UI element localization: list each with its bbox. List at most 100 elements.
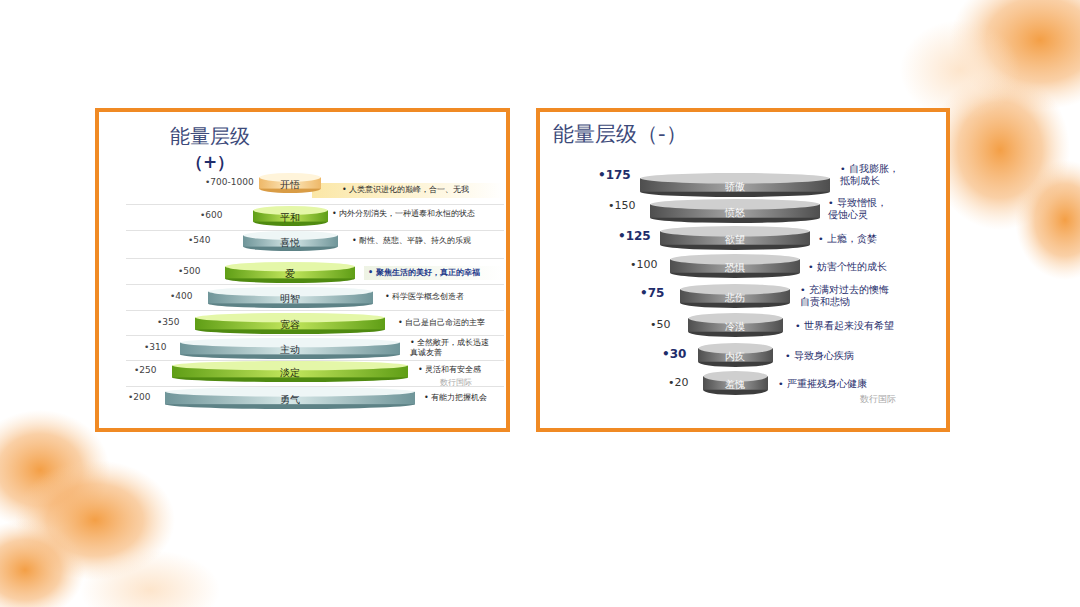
level-description: • 严重摧残身心健康 <box>778 378 867 390</box>
label-holder: • 导致憎恨，侵蚀心灵 <box>828 197 888 221</box>
energy-value: •200 <box>128 392 151 403</box>
panel-title: 能量层级 <box>170 124 250 148</box>
level-name: 悲伤 <box>725 290 745 303</box>
level-name: 愤怒 <box>725 205 745 218</box>
level-name: 勇气 <box>280 392 300 405</box>
level-name: 骄傲 <box>725 179 745 192</box>
energy-value: •175 <box>598 168 631 183</box>
level-description: • 人类意识进化的巅峰，合一、无我 <box>342 185 469 195</box>
level-name: 爱 <box>285 266 295 279</box>
energy-value: •310 <box>144 342 167 353</box>
level-name: 宽容 <box>280 317 300 330</box>
label-holder: •30 <box>662 347 686 362</box>
label-holder: •75 <box>640 286 664 301</box>
label-holder: •150 <box>608 199 635 213</box>
label-holder: • 内外分别消失，一种通泰和永恒的状态 <box>332 209 475 219</box>
level-disc: 骄傲 <box>640 173 830 197</box>
panel-title: （+） <box>186 152 234 172</box>
label-holder: • 自己是自己命运的主宰 <box>398 318 485 328</box>
level-disc: 淡定 <box>172 361 408 382</box>
energy-value: •500 <box>178 266 201 277</box>
level-description: • 有能力把握机会 <box>424 393 487 403</box>
level-description: • 聚焦生活的美好，真正的幸福 <box>368 268 480 278</box>
energy-value: •50 <box>650 318 671 332</box>
energy-value: •350 <box>157 317 180 328</box>
level-description: • 妨害个性的成长 <box>808 261 887 273</box>
label-holder: • 人类意识进化的巅峰，合一、无我 <box>342 185 469 195</box>
label-holder: • 聚焦生活的美好，真正的幸福 <box>368 268 480 278</box>
label-holder: • 严重摧残身心健康 <box>778 378 867 390</box>
level-name: 开悟 <box>280 177 300 190</box>
level-description: • 导致憎恨，侵蚀心灵 <box>828 197 888 221</box>
label-holder: •200 <box>128 392 151 403</box>
label-holder: •310 <box>144 342 167 353</box>
level-name: 恐惧 <box>725 260 745 273</box>
label-holder: •100 <box>630 258 657 272</box>
label-holder: • 耐性、慈悲、平静、持久的乐观 <box>352 236 471 246</box>
label-holder: • 上瘾，贪婪 <box>818 233 877 245</box>
level-description: • 世界看起来没有希望 <box>795 320 894 332</box>
panel-box: 能量层级（-） 骄傲愤怒欲望恐惧悲伤冷漠内疚羞愧 <box>536 108 950 432</box>
level-disc: 勇气 <box>165 387 415 409</box>
level-description: • 灵活和有安全感 <box>418 365 481 375</box>
label-holder: • 导致身心疾病 <box>785 350 854 362</box>
energy-value: •700-1000 <box>205 177 254 188</box>
energy-value: •20 <box>668 376 689 390</box>
label-holder: 数行国际 <box>440 378 472 388</box>
level-name: 内疚 <box>725 349 745 362</box>
level-disc: 开悟 <box>259 173 321 193</box>
label-holder: •540 <box>188 235 211 246</box>
level-name: 主动 <box>280 342 300 355</box>
energy-value: •400 <box>170 291 193 302</box>
level-disc: 羞愧 <box>703 371 768 395</box>
panel-fill <box>536 108 950 432</box>
panel-fill <box>95 108 510 432</box>
label-holder: • 充满对过去的懊悔 自责和悲恸 <box>800 284 890 308</box>
level-name: 淡定 <box>280 365 300 378</box>
label-holder: •700-1000 <box>205 177 254 188</box>
label-holder: • 有能力把握机会 <box>424 393 487 403</box>
label-holder: •50 <box>650 318 671 332</box>
energy-value: •125 <box>618 229 651 244</box>
label-holder: • 世界看起来没有希望 <box>795 320 894 332</box>
label-holder: •175 <box>598 168 631 183</box>
level-description: • 自己是自己命运的主宰 <box>398 318 485 328</box>
level-disc: 喜悦 <box>243 231 338 251</box>
watermark: 数行国际 <box>440 378 472 388</box>
label-holder: •250 <box>134 365 157 376</box>
level-disc: 冷漠 <box>688 313 783 337</box>
label-holder: •350 <box>157 317 180 328</box>
level-description: • 自我膨胀，抵制成长 <box>840 163 900 187</box>
label-holder: • 全然敞开，成长迅速 真诚友善 <box>410 338 496 358</box>
level-disc: 欲望 <box>660 226 810 250</box>
level-description: • 导致身心疾病 <box>785 350 854 362</box>
level-description: • 上瘾，贪婪 <box>818 233 877 245</box>
title-holder: 能量层级 <box>170 124 250 148</box>
title-holder: 能量层级（-） <box>553 122 687 147</box>
label-holder: •125 <box>618 229 651 244</box>
label-holder: • 妨害个性的成长 <box>808 261 887 273</box>
level-name: 欲望 <box>725 232 745 245</box>
level-disc: 平和 <box>253 206 328 226</box>
row-bands <box>126 183 504 387</box>
energy-value: •600 <box>200 210 223 221</box>
level-description: • 耐性、慈悲、平静、持久的乐观 <box>352 236 471 246</box>
level-name: 喜悦 <box>280 235 300 248</box>
label-holder: •500 <box>178 266 201 277</box>
level-description: • 充满对过去的懊悔 自责和悲恸 <box>800 284 890 308</box>
label-holder: •20 <box>668 376 689 390</box>
level-name: 冷漠 <box>725 319 745 332</box>
level-disc: 愤怒 <box>650 199 820 223</box>
level-disc: 主动 <box>180 338 400 359</box>
level-disc: 爱 <box>225 262 355 283</box>
label-holder: • 科学医学概念创造者 <box>385 292 464 302</box>
title-holder: （+） <box>186 152 234 172</box>
level-disc: 内疚 <box>698 343 773 367</box>
level-disc: 宽容 <box>195 313 385 334</box>
label-holder: 数行国际 <box>860 394 896 405</box>
level-name: 羞愧 <box>725 377 745 390</box>
level-description: • 科学医学概念创造者 <box>385 292 464 302</box>
energy-value: •540 <box>188 235 211 246</box>
energy-value: •150 <box>608 199 635 213</box>
